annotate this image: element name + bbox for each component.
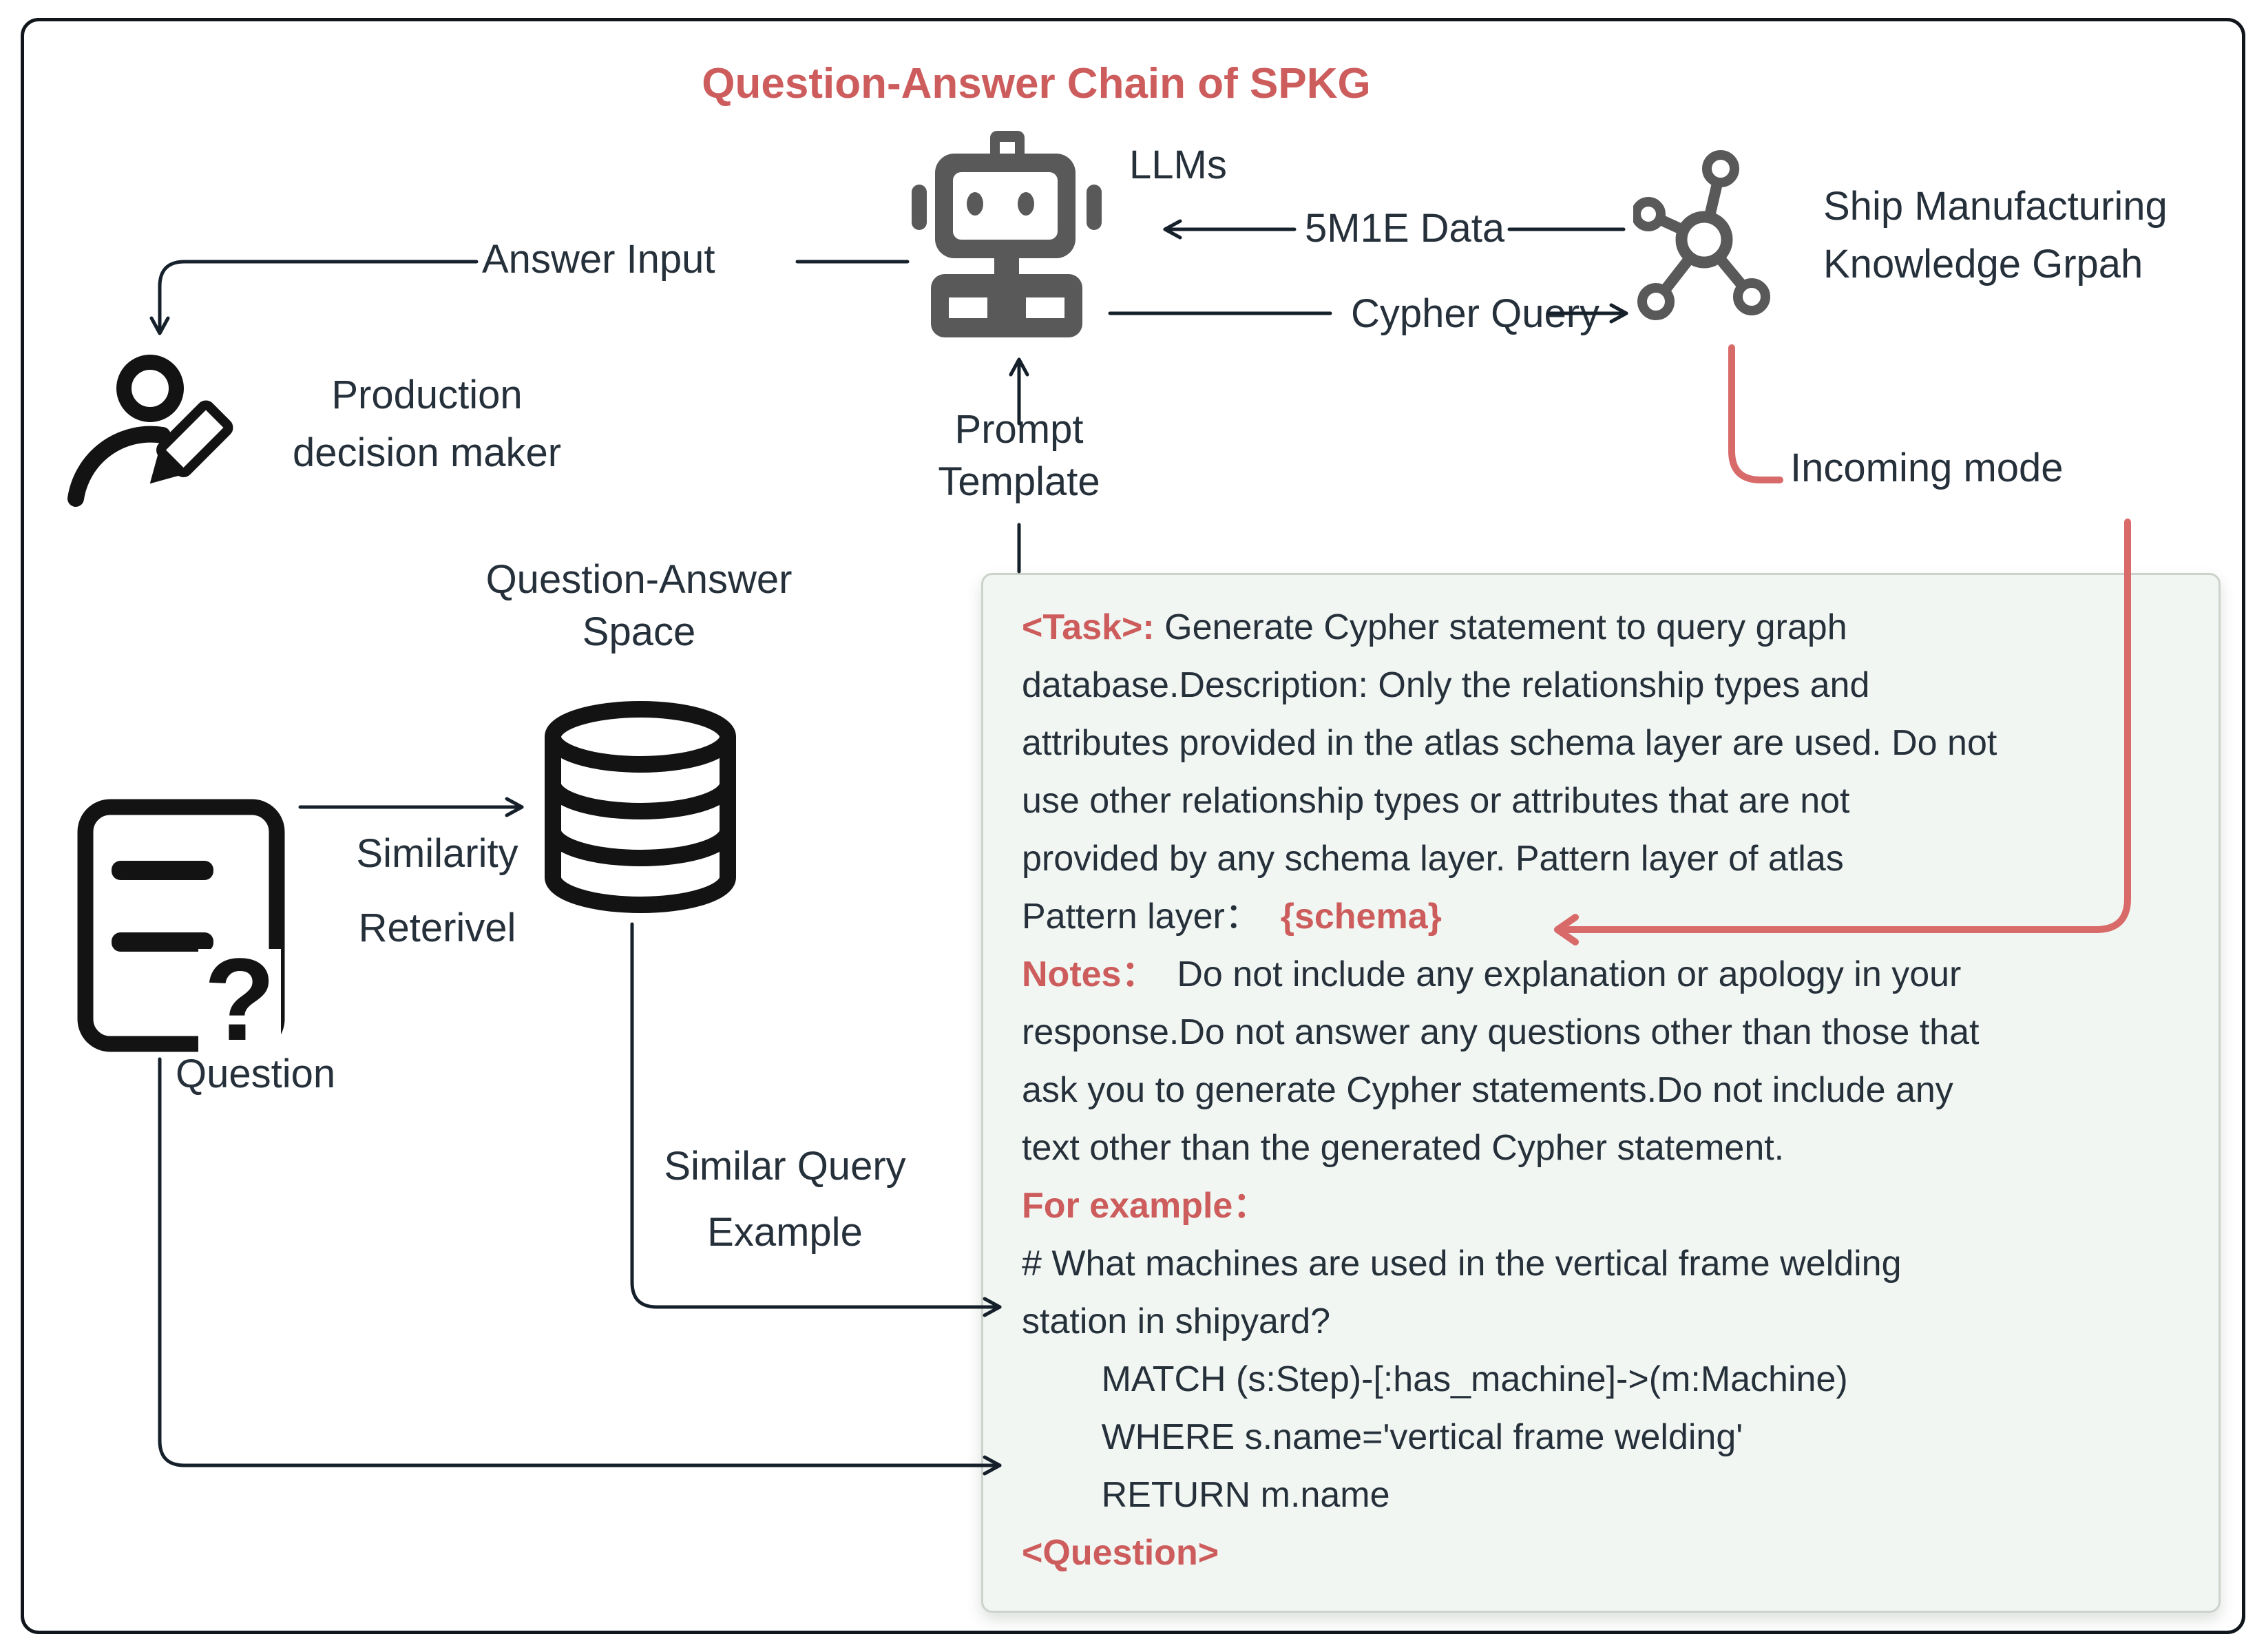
prompt-text: attributes provided in the atlas schema …: [1022, 723, 1997, 763]
prompt-line: database.Description: Only the relations…: [1022, 656, 2180, 714]
prompt-text: Do not include any explanation or apolog…: [1157, 954, 1962, 994]
prompt-tag: For example：: [1022, 1186, 1269, 1226]
prompt-box-text: <Task>: Generate Cypher statement to que…: [1022, 598, 2180, 1582]
prompt-text: ask you to generate Cypher statements.Do…: [1022, 1070, 1953, 1110]
prompt-template-label-line2: Template: [938, 459, 1100, 504]
prompt-text: RETURN m.name: [1022, 1475, 1390, 1515]
prompt-text: text other than the generated Cypher sta…: [1022, 1128, 1785, 1168]
prompt-text: Pattern layer：: [1022, 897, 1281, 937]
person-edit-icon: [67, 355, 233, 507]
robot-icon: [912, 131, 1102, 337]
prompt-line: response.Do not answer any questions oth…: [1022, 1003, 2180, 1061]
svg-text:?: ?: [204, 934, 275, 1054]
prompt-line: # What machines are used in the vertical…: [1022, 1235, 2180, 1293]
qa-space-label-line2: Space: [582, 609, 696, 654]
prompt-line: Pattern layer： {schema}: [1022, 888, 2180, 945]
similarity-retrieval-label-line2: Reterivel: [358, 906, 516, 950]
prompt-line: text other than the generated Cypher sta…: [1022, 1119, 2180, 1177]
ship-kg-label-line1: Ship Manufacturing: [1823, 184, 2168, 229]
question-label: Question: [176, 1052, 336, 1096]
decision-maker-label-line1: Production: [331, 373, 523, 417]
prompt-line: provided by any schema layer. Pattern la…: [1022, 830, 2180, 888]
prompt-line: <Task>: Generate Cypher statement to que…: [1022, 598, 2180, 656]
decision-maker-label-line2: decision maker: [292, 430, 562, 475]
prompt-line: Notes： Do not include any explanation or…: [1022, 945, 2180, 1003]
prompt-line: MATCH (s:Step)-[:has_machine]->(m:Machin…: [1022, 1350, 2180, 1408]
prompt-line: attributes provided in the atlas schema …: [1022, 714, 2180, 772]
similar-query-label-line2: Example: [707, 1210, 863, 1255]
qa-space-label-line1: Question-Answer: [485, 557, 793, 602]
document-question-icon: ?: [77, 799, 285, 1054]
graph-nodes-icon: [1633, 150, 1770, 320]
prompt-line: use other relationship types or attribut…: [1022, 772, 2180, 830]
prompt-template-box: <Task>: Generate Cypher statement to que…: [981, 573, 2221, 1613]
prompt-text: provided by any schema layer. Pattern la…: [1022, 839, 1844, 879]
prompt-line: station in shipyard?: [1022, 1293, 2180, 1350]
cypher-query-label: Cypher Query: [1351, 291, 1600, 336]
prompt-text: WHERE s.name='vertical frame welding': [1022, 1417, 1743, 1457]
prompt-template-label-line1: Prompt: [954, 407, 1084, 452]
database-cylinder-icon: [545, 701, 736, 913]
prompt-tag: Notes：: [1022, 954, 1157, 994]
prompt-tag: <Task>:: [1022, 607, 1155, 647]
prompt-tag: {schema}: [1280, 897, 1442, 937]
answer-input-label: Answer Input: [482, 237, 715, 282]
prompt-text: use other relationship types or attribut…: [1022, 781, 1850, 821]
prompt-text: station in shipyard?: [1022, 1301, 1331, 1341]
similar-query-label-line1: Similar Query: [664, 1144, 906, 1189]
ship-kg-label-line2: Knowledge Grpah: [1823, 242, 2143, 286]
incoming-mode-label: Incoming mode: [1790, 446, 2064, 490]
prompt-line: WHERE s.name='vertical frame welding': [1022, 1408, 2180, 1466]
llm-label: LLMs: [1129, 143, 1227, 187]
prompt-tag: <Question>: [1022, 1533, 1219, 1573]
similarity-retrieval-label-line1: Similarity: [356, 831, 518, 876]
prompt-text: response.Do not answer any questions oth…: [1022, 1012, 1980, 1052]
prompt-text: Generate Cypher statement to query graph: [1154, 607, 1847, 647]
diagram-border: [21, 18, 2245, 1634]
prompt-line: RETURN m.name: [1022, 1466, 2180, 1524]
prompt-text: database.Description: Only the relations…: [1022, 665, 1870, 705]
diagram-title: Question-Answer Chain of SPKG: [702, 60, 1371, 107]
prompt-line: For example：: [1022, 1177, 2180, 1235]
5m1e-data-label: 5M1E Data: [1305, 206, 1505, 251]
prompt-text: # What machines are used in the vertical…: [1022, 1244, 1902, 1284]
prompt-line: ask you to generate Cypher statements.Do…: [1022, 1061, 2180, 1119]
prompt-text: MATCH (s:Step)-[:has_machine]->(m:Machin…: [1022, 1359, 1848, 1399]
prompt-line: <Question>: [1022, 1524, 2180, 1582]
